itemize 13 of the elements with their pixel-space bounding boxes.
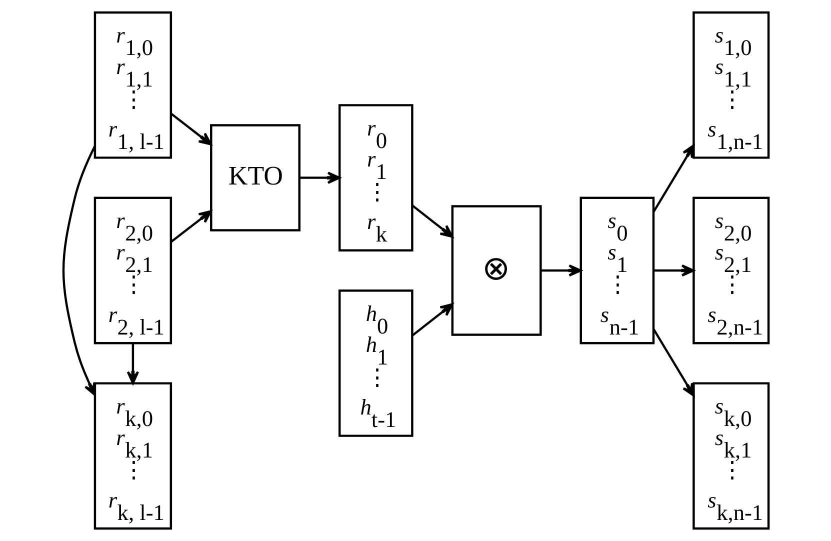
node-box: KTO [210,124,300,232]
arrow [652,144,694,212]
arrow [298,172,340,184]
arrow [62,146,96,396]
arrow [653,264,694,277]
arrow [170,210,212,243]
arrow [126,344,139,384]
arrow [411,303,453,337]
arrow [540,264,582,277]
arrow [170,112,212,146]
node-box: ⊗ [450,205,542,336]
arrow [411,204,453,238]
arrow [652,328,694,397]
